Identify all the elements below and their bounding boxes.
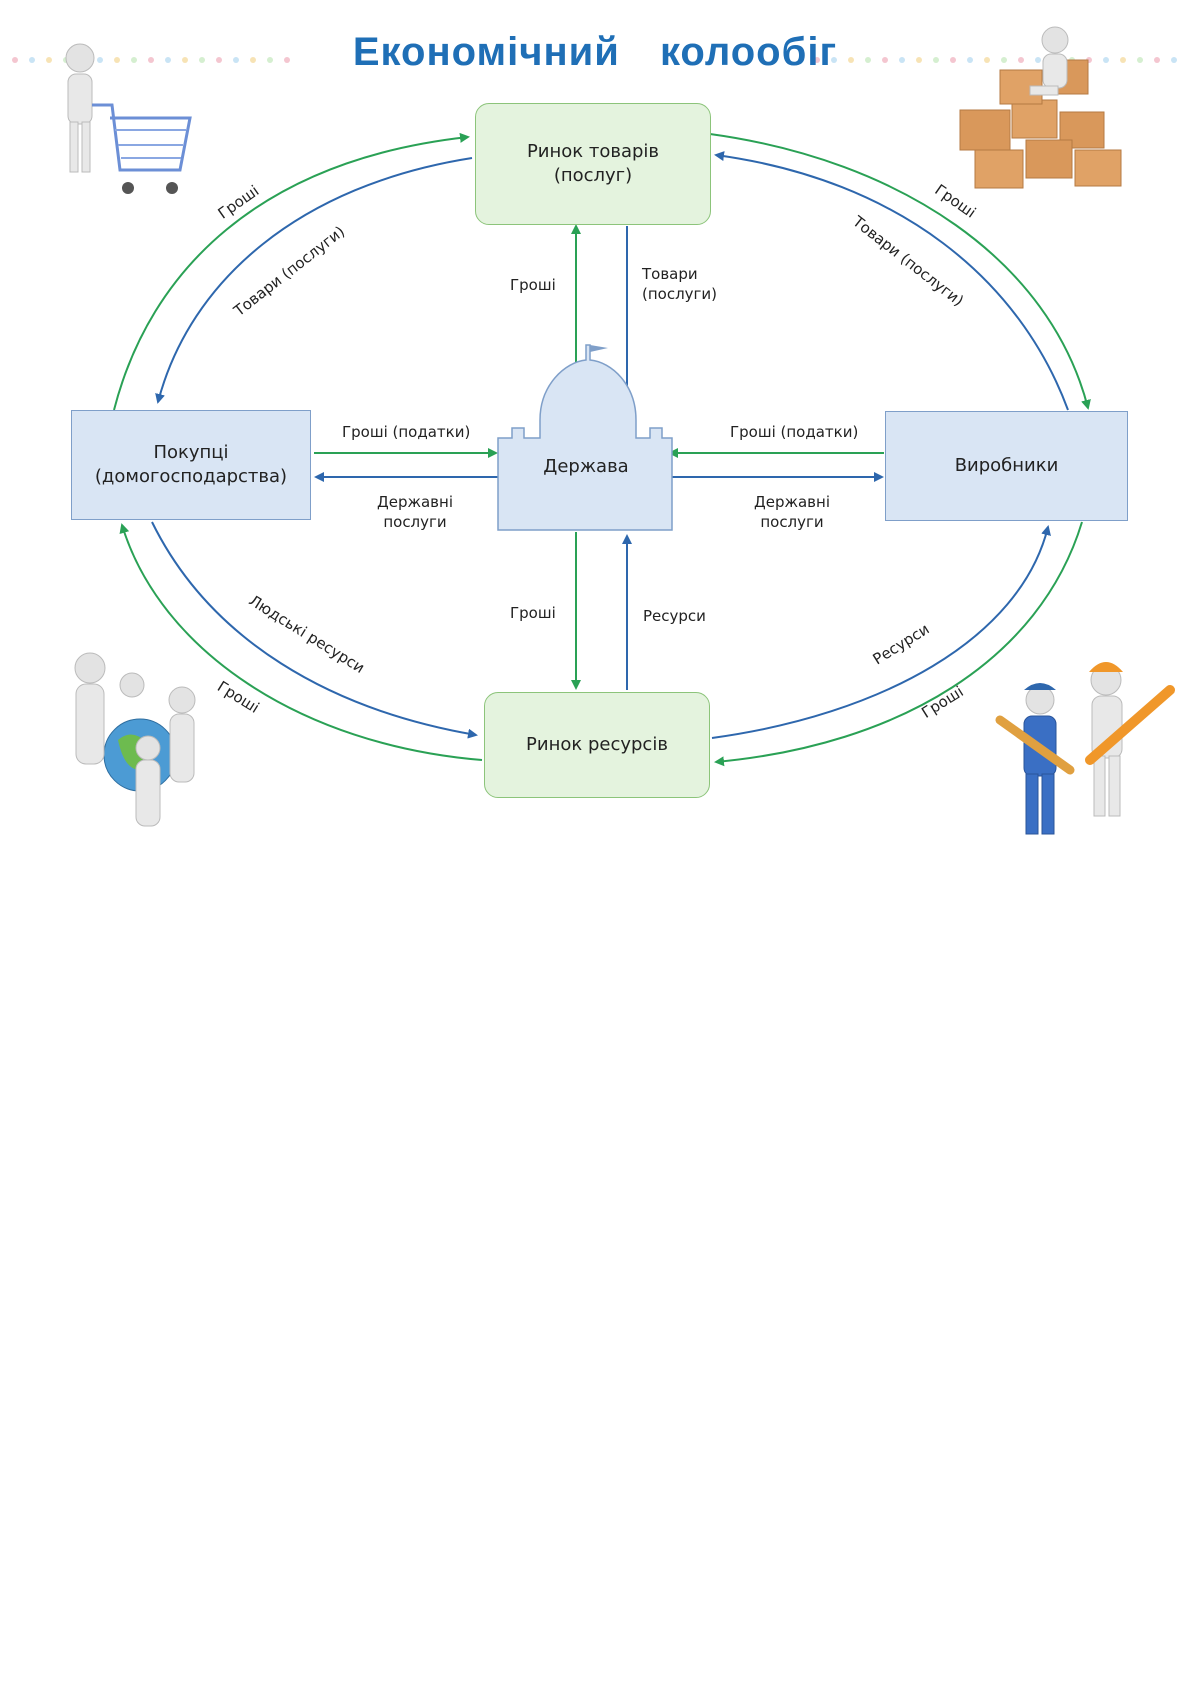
- buyers-label-line2: (домогосподарства): [94, 466, 288, 487]
- arrow-resources-to-producers-resources: [711, 525, 1051, 739]
- label-state-to-producers-services: Державні послуги: [742, 493, 842, 532]
- page-title: Економічний колообіг: [0, 30, 1190, 75]
- person-on-boxes-icon: [959, 26, 1122, 189]
- state-to-producers-line1: Державні: [754, 493, 830, 511]
- state-to-producers-line2: послуги: [760, 512, 824, 531]
- node-goods-market: Ринок товарів (послуг): [475, 103, 711, 225]
- title-dots-right: [814, 57, 1177, 63]
- government-building-icon: [497, 344, 673, 531]
- arrow-buyers-to-resources-human: [151, 521, 478, 739]
- state-to-buyers-line2: послуги: [383, 512, 447, 531]
- label-buyers-to-state-taxes: Гроші (податки): [342, 423, 471, 441]
- economic-cycle-diagram: [12, 26, 1177, 835]
- buyers-label-line1: Покупці: [153, 441, 229, 463]
- goods-to-state-line2: (послуги): [642, 284, 718, 303]
- arrow-goods-to-buyers-goods: [155, 157, 473, 404]
- workers-with-wrenches-icon: [995, 662, 1175, 835]
- node-buyers: Покупці (домогосподарства): [71, 410, 311, 520]
- label-resources-to-state-resources: Ресурси: [643, 607, 706, 625]
- label-state-to-resources-money: Гроші: [510, 604, 556, 622]
- node-producers: Виробники: [885, 411, 1128, 521]
- people-around-globe-icon: [74, 652, 196, 827]
- title-word-2: колообіг: [659, 30, 838, 74]
- resource-market-label: Ринок ресурсів: [526, 733, 668, 755]
- producers-label: Виробники: [954, 454, 1059, 476]
- title-word-1: Економічний: [352, 30, 620, 74]
- label-goods-to-state-goods: Товари (послуги): [642, 265, 717, 304]
- goods-market-label-line1: Ринок товарів: [526, 140, 660, 162]
- label-state-to-goods-money: Гроші: [510, 276, 556, 294]
- node-resource-market: Ринок ресурсів: [484, 692, 710, 798]
- arrow-buyers-to-goods-money: [113, 132, 470, 411]
- node-state-label: Держава: [543, 456, 629, 477]
- arrow-goods-to-producers-money: [709, 133, 1091, 410]
- goods-market-label-line2: (послуг): [553, 165, 633, 186]
- state-to-buyers-line1: Державні: [377, 493, 453, 511]
- goods-to-state-line1: Товари: [642, 265, 698, 283]
- arrow-producers-to-resources-money: [714, 521, 1083, 767]
- person-with-shopping-cart-icon: [65, 43, 192, 194]
- arrow-producers-to-goods-goods: [714, 151, 1069, 411]
- arrow-resources-to-buyers-money: [119, 523, 483, 761]
- label-producers-to-state-taxes: Гроші (податки): [730, 423, 859, 441]
- label-state-to-buyers-services: Державні послуги: [365, 493, 465, 532]
